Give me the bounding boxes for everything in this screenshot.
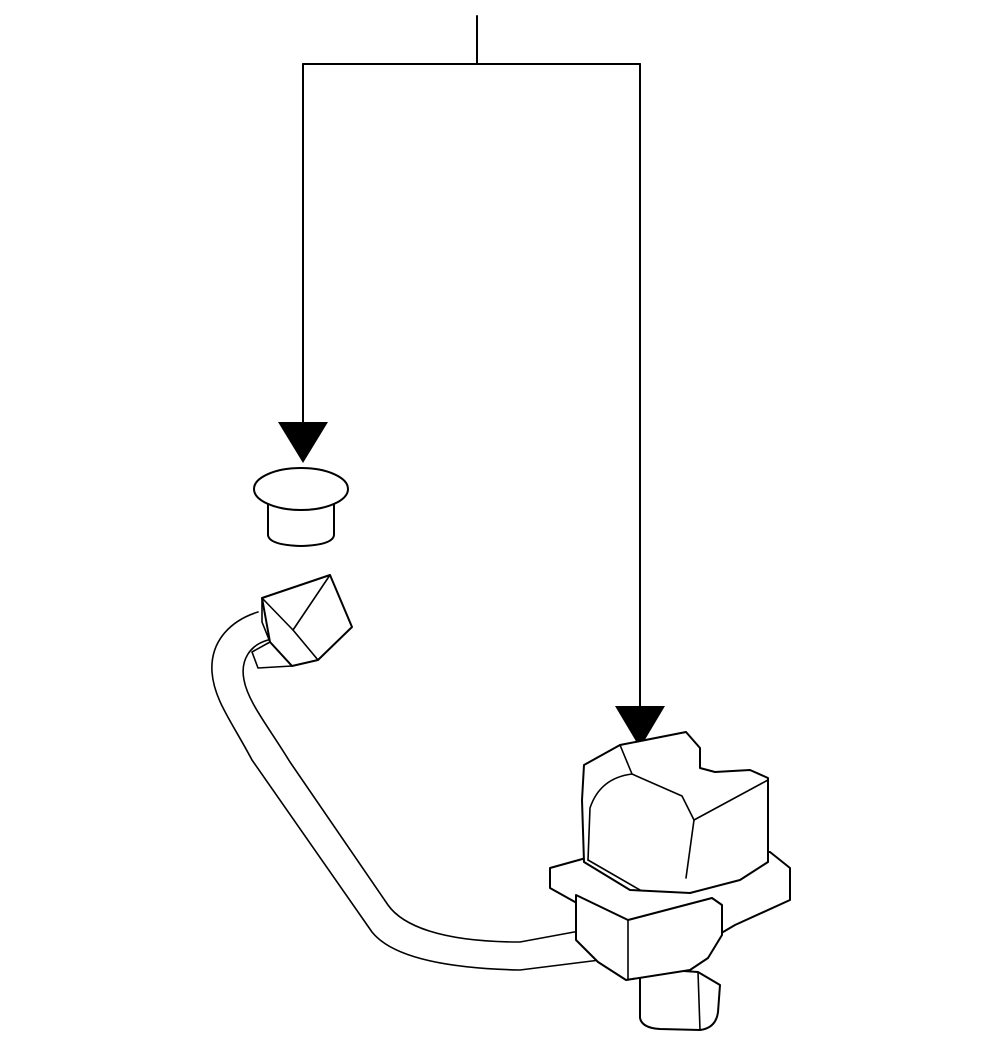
wire-inner-edge [242,639,586,943]
lens-window [587,773,695,879]
lamp-housing-icon [549,731,791,1031]
arrowhead-right-icon [615,706,665,748]
arrowhead-left-icon [278,422,328,463]
cap-plug-icon [253,467,349,547]
housing-upper-body [581,731,769,894]
connector-body [261,574,353,667]
plug-flange [253,467,349,511]
license-lamp-assembly-icon [211,574,791,1031]
housing-stem [639,967,721,1031]
callout-leader [278,15,665,748]
wire-outer-edge [211,611,601,971]
wire-connector-icon [251,574,353,669]
